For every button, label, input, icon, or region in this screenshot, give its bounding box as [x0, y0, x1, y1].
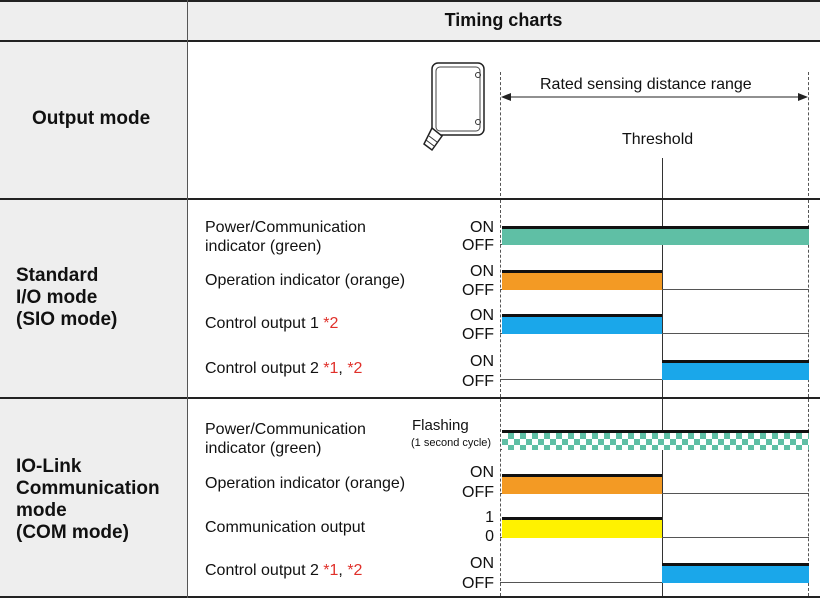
range-end-line-com: [808, 399, 809, 596]
sio-control-output-2-label: Control output 2 *1, *2: [205, 359, 362, 378]
com-operation-signal-bar: [502, 474, 662, 494]
sio-power-off-label: OFF: [462, 237, 494, 254]
com-operation-on-label: ON: [470, 464, 494, 481]
range-end-line-output: [808, 72, 809, 196]
range-end-line-sio: [808, 200, 809, 397]
threshold-line-sio: [662, 200, 663, 397]
com-operation-off-label: OFF: [462, 484, 494, 501]
com-control-2-on-label: ON: [470, 555, 494, 572]
sio-control-output-1-note: *2: [323, 315, 339, 332]
com-control-output-2-label: Control output 2 *1, *2: [205, 561, 362, 580]
output-mode-label: Output mode: [32, 108, 151, 129]
threshold-line-com: [662, 399, 663, 596]
com-power-cycle-label: (1 second cycle): [411, 437, 492, 449]
sio-operation-signal-bar: [502, 270, 662, 290]
com-control-2-baseline: [500, 582, 809, 583]
sio-control-2-on-label: ON: [470, 353, 494, 370]
sio-operation-off-label: OFF: [462, 282, 494, 299]
com-power-signal-bar: [502, 430, 809, 450]
com-communication-signal-bar: [502, 517, 662, 538]
sio-control-output-2-note-1: *1: [323, 360, 339, 377]
column-divider: [187, 0, 188, 598]
range-start-line-sio: [500, 200, 501, 397]
header-title: Timing charts: [444, 10, 563, 30]
com-mode-label: IO-Link Communication mode (COM mode): [16, 456, 160, 543]
range-arrow: [501, 93, 808, 101]
com-power-flashing-label: Flashing: [412, 417, 469, 434]
sio-power-indicator-label: Power/Communication indicator (green): [205, 219, 366, 255]
sio-control-2-baseline: [500, 379, 809, 380]
sio-control-output-2-text: Control output 2: [205, 360, 324, 377]
range-start-line-output: [500, 72, 501, 196]
sensor-icon: [423, 62, 485, 152]
sio-control-1-on-label: ON: [470, 307, 494, 324]
com-power-indicator-label: Power/Communication indicator (green): [205, 421, 366, 457]
sio-control-1-signal-bar: [502, 314, 662, 334]
label-column-bg: [0, 2, 187, 596]
com-operation-indicator-label: Operation indicator (orange): [205, 475, 406, 492]
row-border-output: [0, 198, 820, 200]
sio-control-output-2-separator: ,: [338, 360, 348, 377]
com-communication-output-label: Communication output: [205, 519, 366, 536]
table-top-border: [0, 0, 820, 2]
header-bottom-border: [0, 40, 820, 42]
table-bottom-border: [0, 596, 820, 598]
com-control-2-signal-bar: [662, 563, 809, 583]
range-label: Rated sensing distance range: [540, 76, 752, 93]
com-communication-low-label: 0: [485, 528, 494, 545]
threshold-line-output: [662, 158, 663, 198]
header-bg: [187, 2, 820, 40]
sio-operation-indicator-label: Operation indicator (orange): [205, 272, 406, 289]
sio-control-2-off-label: OFF: [462, 373, 494, 390]
com-control-output-2-text: Control output 2: [205, 562, 324, 579]
com-control-output-2-note-2: *2: [347, 562, 363, 579]
sio-mode-label: Standard I/O mode (SIO mode): [16, 265, 118, 330]
sio-control-2-signal-bar: [662, 360, 809, 380]
sio-power-on-label: ON: [470, 219, 494, 236]
sio-control-output-2-note-2: *2: [347, 360, 363, 377]
sio-control-output-1-text: Control output 1: [205, 315, 324, 332]
sio-power-signal-bar: [502, 226, 809, 245]
sio-operation-on-label: ON: [470, 263, 494, 280]
row-border-sio: [0, 397, 820, 399]
com-control-output-2-note-1: *1: [323, 562, 339, 579]
threshold-label: Threshold: [622, 131, 694, 148]
com-control-output-2-separator: ,: [338, 562, 348, 579]
com-communication-high-label: 1: [485, 509, 494, 526]
range-start-line-com: [500, 399, 501, 596]
sio-control-1-off-label: OFF: [462, 326, 494, 343]
sio-control-output-1-label: Control output 1 *2: [205, 314, 338, 333]
com-control-2-off-label: OFF: [462, 575, 494, 592]
